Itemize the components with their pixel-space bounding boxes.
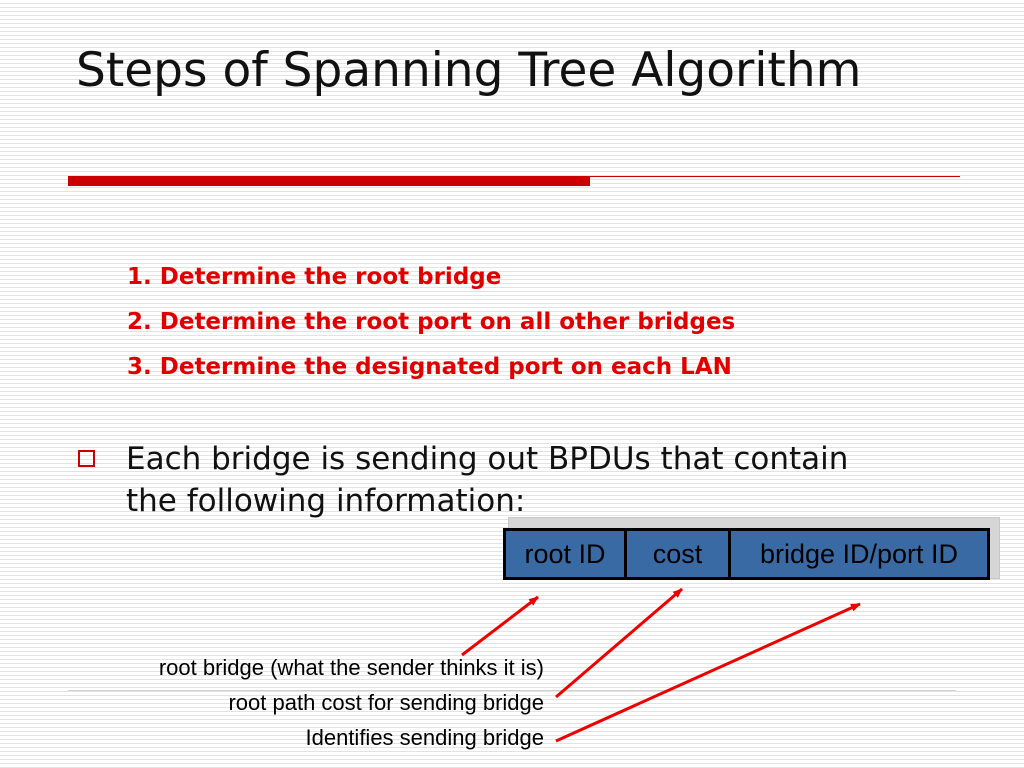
bottom-divider (68, 690, 956, 691)
hollow-square-bullet-icon (78, 450, 95, 467)
arrow-root-path-cost (555, 587, 683, 699)
slide-title: Steps of Spanning Tree Algorithm (76, 43, 862, 98)
bpdu-field-root-id: root ID (524, 538, 606, 569)
bpdu-frame: root ID cost bridge ID/port ID (503, 528, 990, 580)
annotation-root-bridge: root bridge (what the sender thinks it i… (158, 655, 544, 680)
step-1: 1. Determine the root bridge (127, 264, 502, 290)
step-3: 3. Determine the designated port on each… (127, 354, 732, 380)
bullet-text: Each bridge is sending out BPDUs that co… (126, 441, 849, 519)
annotation-root-path-cost: root path cost for sending bridge (228, 690, 544, 715)
title-underline-red (68, 176, 590, 186)
step-2: 2. Determine the root port on all other … (127, 309, 736, 335)
annotation-sending-bridge: Identifies sending bridge (305, 725, 545, 750)
title-underline-thin (590, 176, 960, 177)
bpdu-field-bridge-port-id: bridge ID/port ID (728, 531, 987, 577)
bpdu-field-cost: cost (624, 531, 728, 577)
arrow-root-bridge (461, 595, 539, 657)
arrow-sending-bridge (555, 602, 861, 743)
steps-list: 1. Determine the root bridge 2. Determin… (127, 255, 735, 390)
